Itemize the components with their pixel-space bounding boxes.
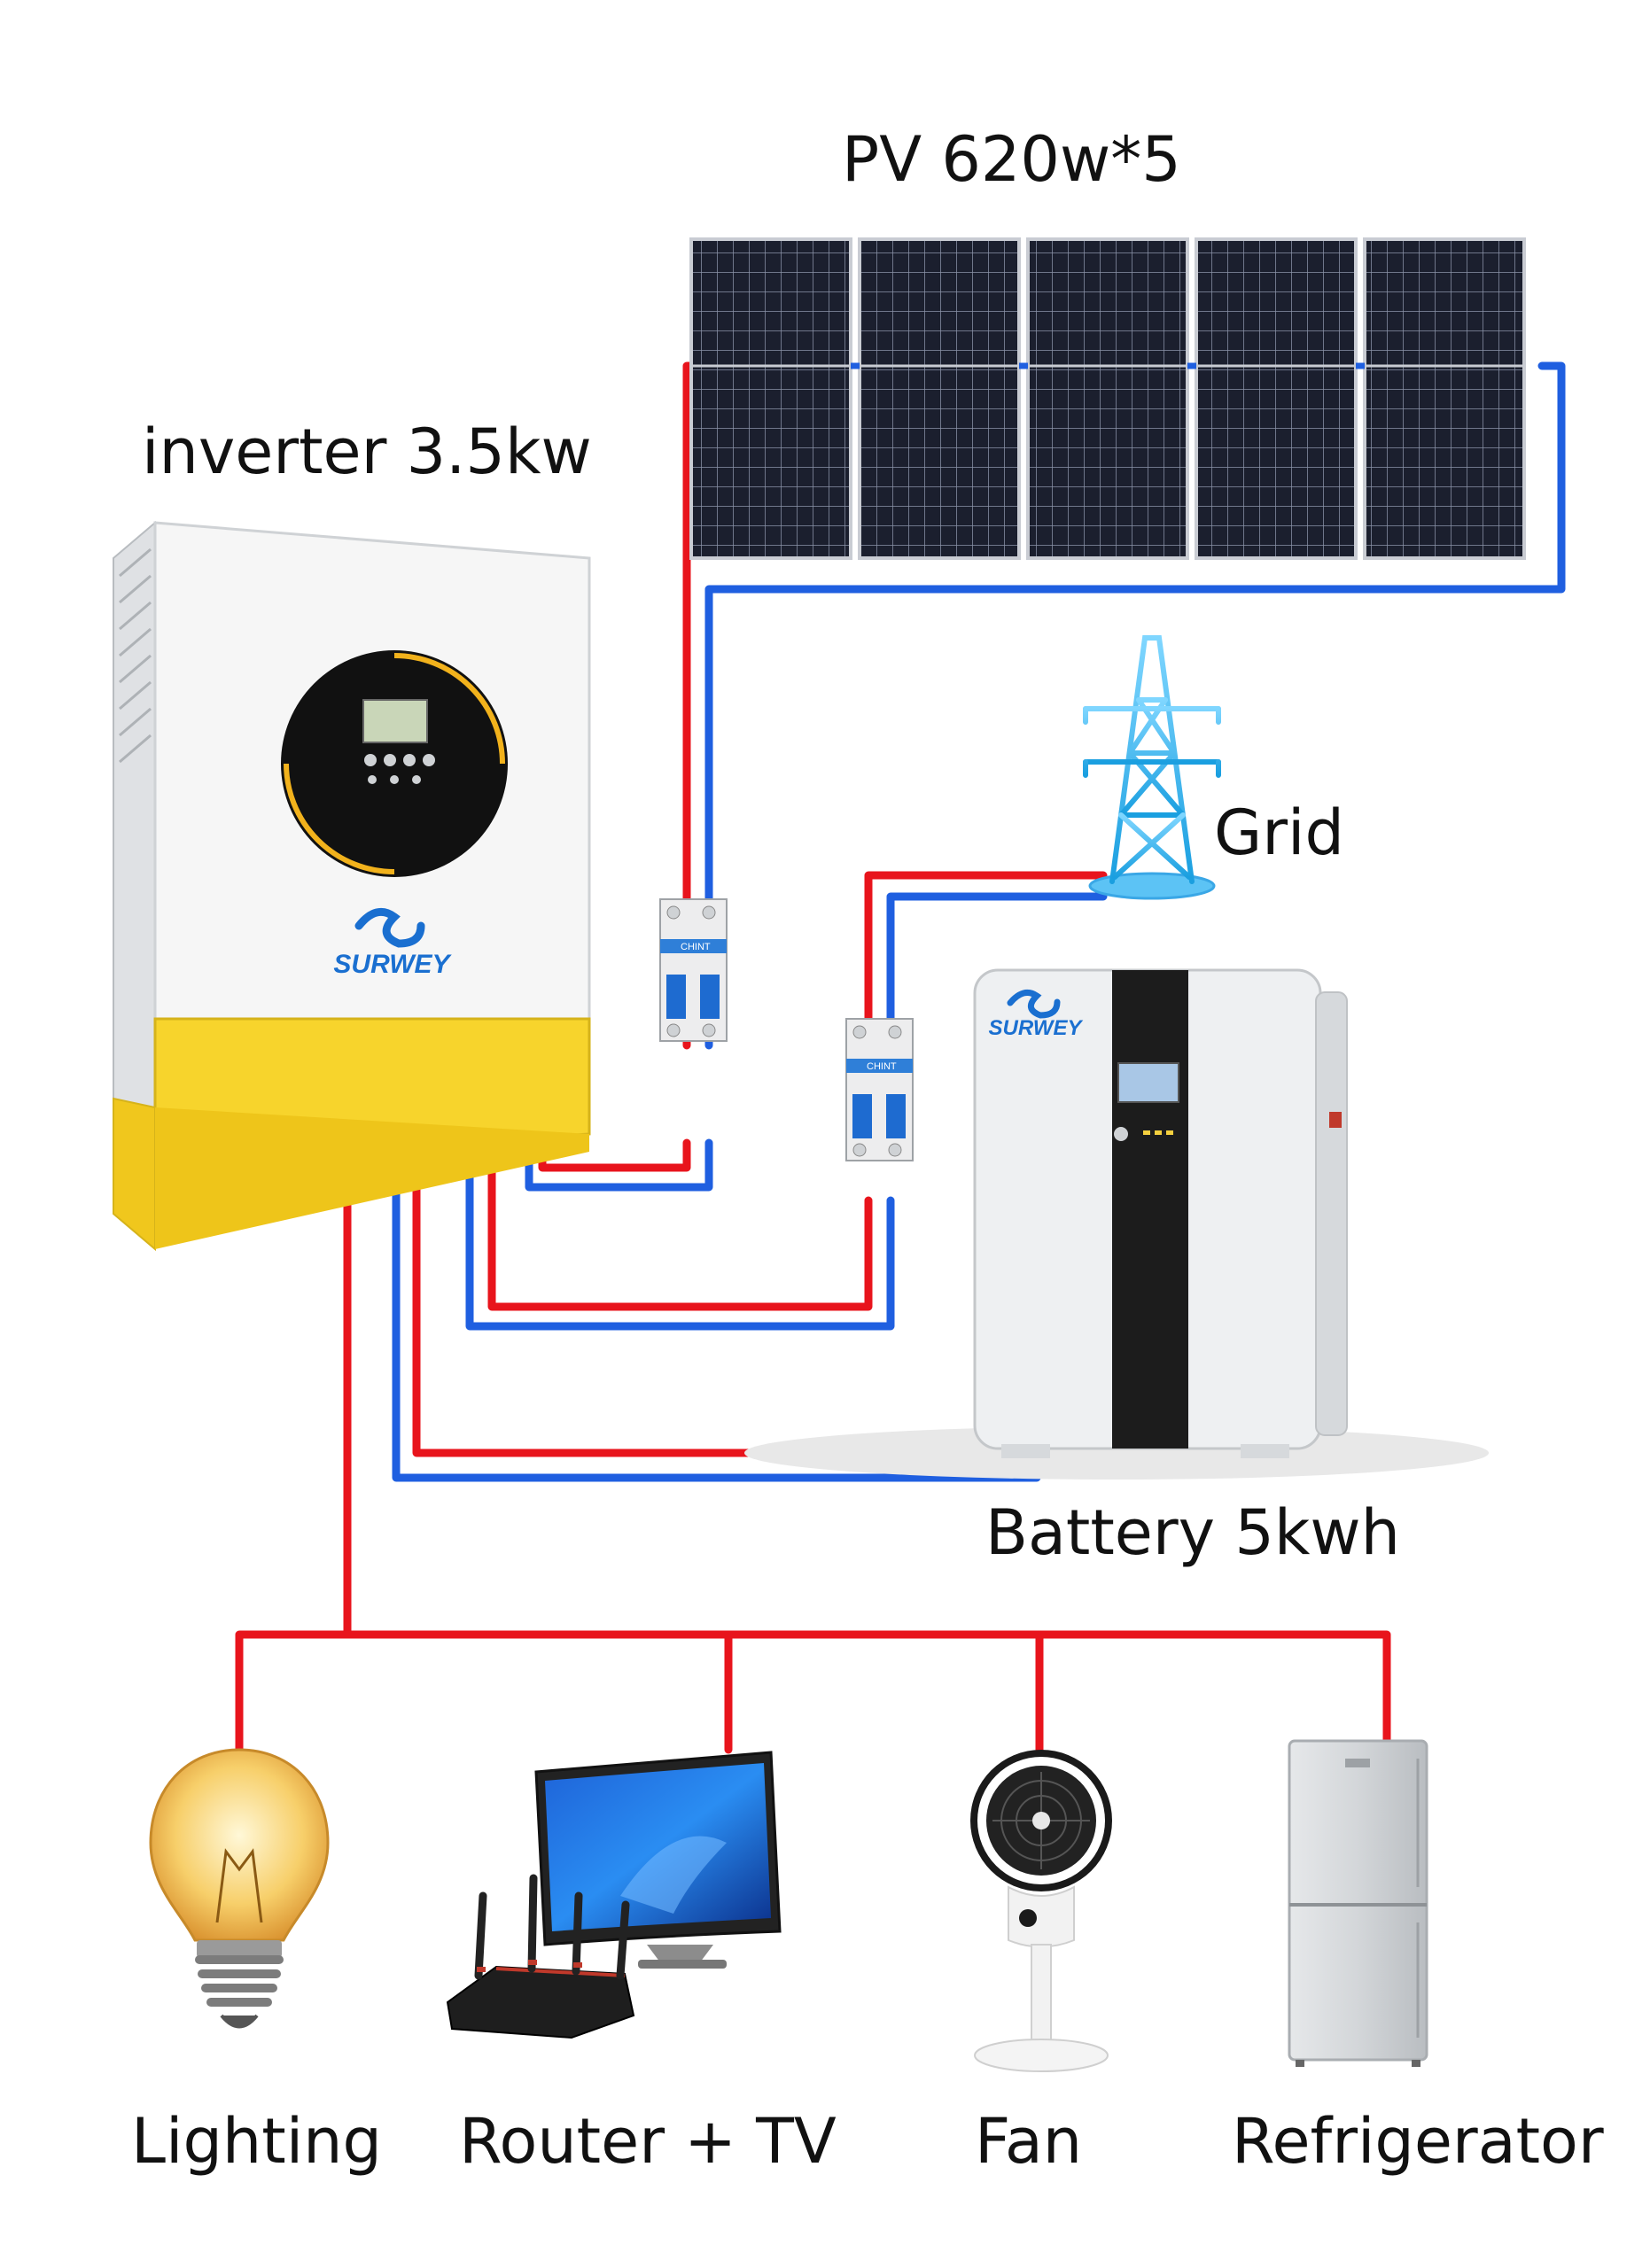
solar-panel-icon xyxy=(1195,237,1358,560)
battery-icon: SURWEY xyxy=(744,968,1489,1480)
load-bus-wire xyxy=(235,1630,1391,1754)
battery-label: Battery 5kwh xyxy=(985,1496,1401,1569)
grid-label: Grid xyxy=(1214,796,1344,869)
fan-label: Fan xyxy=(975,2105,1083,2178)
surwey-logo: SURWEY xyxy=(333,907,453,979)
solar-panel-icon xyxy=(689,237,852,560)
solar-panel-icon xyxy=(1363,237,1526,560)
lighting-label: Lighting xyxy=(131,2105,382,2178)
grid-negative-wire-lower xyxy=(465,1156,895,1331)
pv-label: PV 620w*5 xyxy=(842,123,1181,196)
breaker-brand-text: CHINT xyxy=(681,942,711,952)
fan-icon xyxy=(970,1750,1112,2072)
pv-negative-wire xyxy=(704,361,1566,1050)
refrigerator-icon xyxy=(1288,1739,1428,2067)
pv-negative-wire-lower xyxy=(525,1138,713,1192)
inverter-label: inverter 3.5kw xyxy=(142,416,592,488)
battery-positive-wire xyxy=(412,1183,1037,1457)
grid-positive-wire-lower xyxy=(487,1156,873,1311)
solar-panel-array xyxy=(689,237,1526,560)
router-tv-label: Router + TV xyxy=(459,2105,837,2178)
battery-brand-text: SURWEY xyxy=(989,1016,1084,1040)
router-tv-icon xyxy=(446,1751,782,2039)
circuit-breaker-icon: CHINT xyxy=(845,1018,914,1161)
inverter-icon: SURWEY xyxy=(113,520,591,1252)
surwey-logo: SURWEY xyxy=(989,989,1084,1040)
breaker-brand-text: CHINT xyxy=(867,1061,897,1072)
inverter-brand-text: SURWEY xyxy=(333,950,452,979)
circuit-breaker-icon: CHINT xyxy=(659,898,728,1042)
solar-panel-icon xyxy=(858,237,1021,560)
light-bulb-icon xyxy=(149,1748,330,2029)
solar-panel-icon xyxy=(1026,237,1189,560)
refrigerator-label: Refrigerator xyxy=(1232,2105,1604,2178)
transmission-tower-icon xyxy=(1083,617,1221,900)
